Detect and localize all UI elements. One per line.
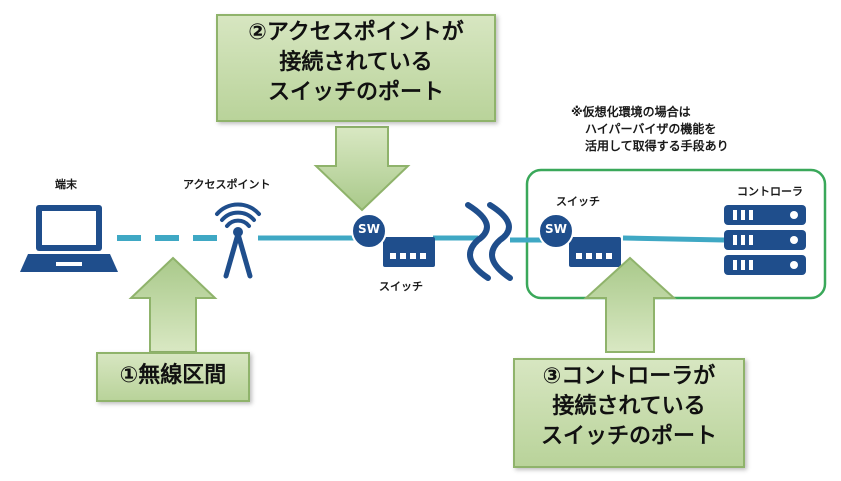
callout-ap-port-line3: スイッチのポート xyxy=(267,80,444,105)
access-point-icon xyxy=(215,202,261,279)
callout-ap-port-line2: 接続されている xyxy=(279,50,433,75)
callout-controller-port-line3: スイッチのポート xyxy=(540,424,717,449)
laptop-icon xyxy=(20,205,118,272)
note-line-2: ハイパーバイザの機能を xyxy=(585,122,717,136)
switch-right-badge: SW xyxy=(545,222,567,236)
switch-right-label: スイッチ xyxy=(556,195,600,208)
network-break-icon xyxy=(465,202,513,281)
switch-left-badge: SW xyxy=(358,222,380,236)
switch-device-right-icon xyxy=(538,213,621,267)
note-line-1: ※仮想化環境の場合は xyxy=(571,105,691,119)
virtual-env-group-border xyxy=(525,168,827,300)
callout-controller-port-line2: 接続されている xyxy=(552,394,706,419)
access-point-label: アクセスポイント xyxy=(183,178,271,191)
callout-arrow-up-right xyxy=(583,256,677,353)
callout-controller-port: ③コントローラが 接続されている スイッチのポート xyxy=(513,358,745,468)
callout-wireless: ①無線区間 xyxy=(96,352,250,402)
switch-device-left-icon xyxy=(351,213,435,267)
link-switch2-to-controller xyxy=(622,235,725,243)
switch-left-label: スイッチ xyxy=(379,280,423,293)
virtualization-note: ※仮想化環境の場合は ハイパーバイザの機能を 活用して取得する手段あり xyxy=(571,104,729,155)
controller-server-icon xyxy=(724,205,806,275)
callout-controller-port-line1: ③コントローラが xyxy=(542,364,716,389)
callout-wireless-line1: ①無線区間 xyxy=(119,363,227,388)
callout-arrow-up-left xyxy=(128,256,218,353)
callout-ap-port-line1: ②アクセスポイントが xyxy=(248,20,464,45)
controller-label: コントローラ xyxy=(737,185,803,198)
terminal-label: 端末 xyxy=(55,178,77,191)
note-line-3: 活用して取得する手段あり xyxy=(585,139,729,153)
callout-ap-port: ②アクセスポイントが 接続されている スイッチのポート xyxy=(216,14,496,122)
callout-arrow-down xyxy=(313,126,411,212)
